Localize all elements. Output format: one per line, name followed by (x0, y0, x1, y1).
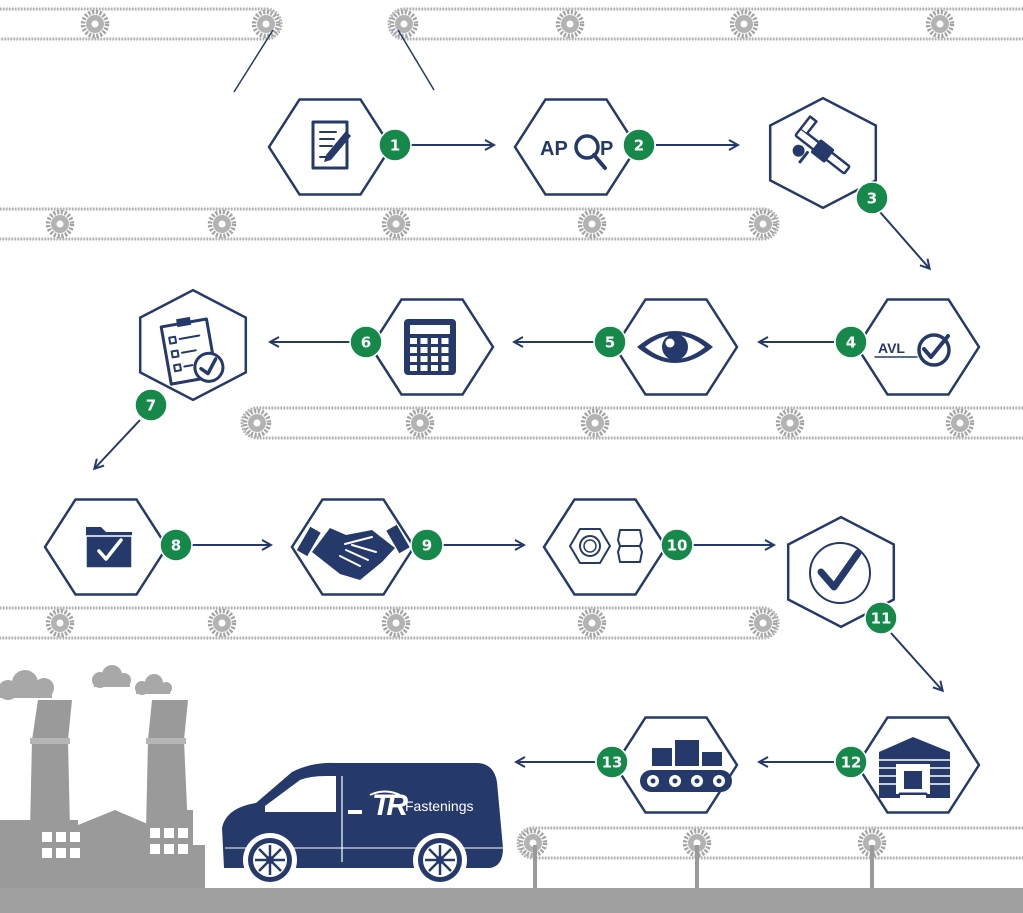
belt-gear (392, 12, 416, 36)
conveyor-belt-4 (240, 406, 1023, 440)
belt-support-arm (233, 29, 274, 93)
belt-gear (408, 411, 432, 435)
belt-gear (751, 212, 775, 236)
checklist-clipboard-icon (159, 316, 225, 386)
step-badge-7: 7 (134, 388, 168, 422)
belt-gear (580, 611, 604, 635)
belt-posts (533, 845, 874, 890)
delivery-van: TR Fastenings (222, 762, 503, 887)
step-number: 8 (171, 537, 181, 555)
conveyor-belts (0, 7, 1023, 860)
step-number: 9 (422, 537, 432, 555)
step-badge-12: 12 (834, 745, 868, 779)
van-window (265, 776, 336, 812)
conveyor-belt-6 (516, 826, 1023, 860)
belt-gear (210, 212, 234, 236)
arrow-7-to-8 (95, 419, 141, 468)
tr-logo-icon: TR (369, 789, 412, 822)
step-number: 4 (846, 334, 856, 352)
belt-gear (558, 12, 582, 36)
belt-gear (928, 12, 952, 36)
contract-edit-icon (311, 120, 351, 170)
belt-gear (948, 411, 972, 435)
flow-arrows (95, 145, 942, 762)
step-number: 2 (634, 137, 644, 155)
checkmark-circle-icon (809, 542, 871, 604)
factory-smokestacks-icon (0, 665, 205, 888)
step-badge-1: 1 (378, 128, 412, 162)
van-brand-text: Fastenings (405, 798, 473, 814)
step-number: 12 (841, 754, 862, 772)
calculator-icon (404, 319, 456, 375)
avl-label: AVL (878, 340, 905, 356)
step-badge-13: 13 (595, 745, 629, 779)
step-badge-11: 11 (864, 601, 898, 635)
step-number: 13 (602, 754, 623, 772)
belt-gear (254, 12, 278, 36)
step-number: 10 (667, 537, 688, 555)
svg-text:TR: TR (372, 789, 408, 822)
step-number: 11 (871, 610, 892, 628)
step-number: 3 (867, 190, 877, 208)
step-badge-6: 6 (349, 325, 383, 359)
step-number: 6 (361, 334, 371, 352)
apqp-label-a: AP (540, 138, 568, 160)
belt-gear (580, 212, 604, 236)
step-number: 7 (146, 397, 156, 415)
arrow-3-to-4 (879, 211, 929, 268)
folder-check-icon (85, 527, 133, 569)
belt-gear (83, 12, 107, 36)
step-badge-4: 4 (834, 325, 868, 359)
belt-gear (583, 411, 607, 435)
belt-gear (384, 212, 408, 236)
van-wheel-front (243, 833, 297, 887)
hex-nut-icon (569, 528, 643, 564)
belt-gear (245, 411, 269, 435)
belt-gear (778, 411, 802, 435)
belt-gear (48, 212, 72, 236)
step-badge-10: 10 (660, 528, 694, 562)
apqp-label-b: P (600, 138, 613, 160)
smoke-cloud (0, 665, 172, 700)
belt-gear (732, 12, 756, 36)
conveyor-belt-2 (387, 7, 1023, 41)
step-number: 1 (390, 137, 400, 155)
van-wheel-rear (413, 833, 467, 887)
conveyor-boxes-icon (640, 740, 732, 792)
handshake-icon (296, 524, 410, 580)
warehouse-icon (878, 737, 951, 799)
belt-gear (48, 611, 72, 635)
belt-gear (210, 611, 234, 635)
conveyor-belt-5 (0, 606, 780, 640)
eye-icon (637, 331, 713, 363)
caliper-icon (792, 115, 851, 175)
belt-support-arm (397, 29, 435, 91)
avl-check-icon: AVL (874, 333, 951, 367)
step-number: 5 (605, 334, 615, 352)
conveyor-belt-1 (0, 7, 283, 41)
step-icons: AP P AVL (85, 115, 951, 799)
step-badge-3: 3 (855, 181, 889, 215)
step-badge-8: 8 (159, 528, 193, 562)
step-badge-9: 9 (410, 528, 444, 562)
step-badge-5: 5 (593, 325, 627, 359)
arrow-11-to-12 (890, 632, 942, 690)
step-badge-2: 2 (622, 128, 656, 162)
apqp-magnifier-icon: AP P (540, 134, 613, 170)
belt-gear (751, 611, 775, 635)
ground (0, 888, 1023, 913)
conveyor-belt-3 (0, 207, 780, 241)
belt-gear (384, 611, 408, 635)
